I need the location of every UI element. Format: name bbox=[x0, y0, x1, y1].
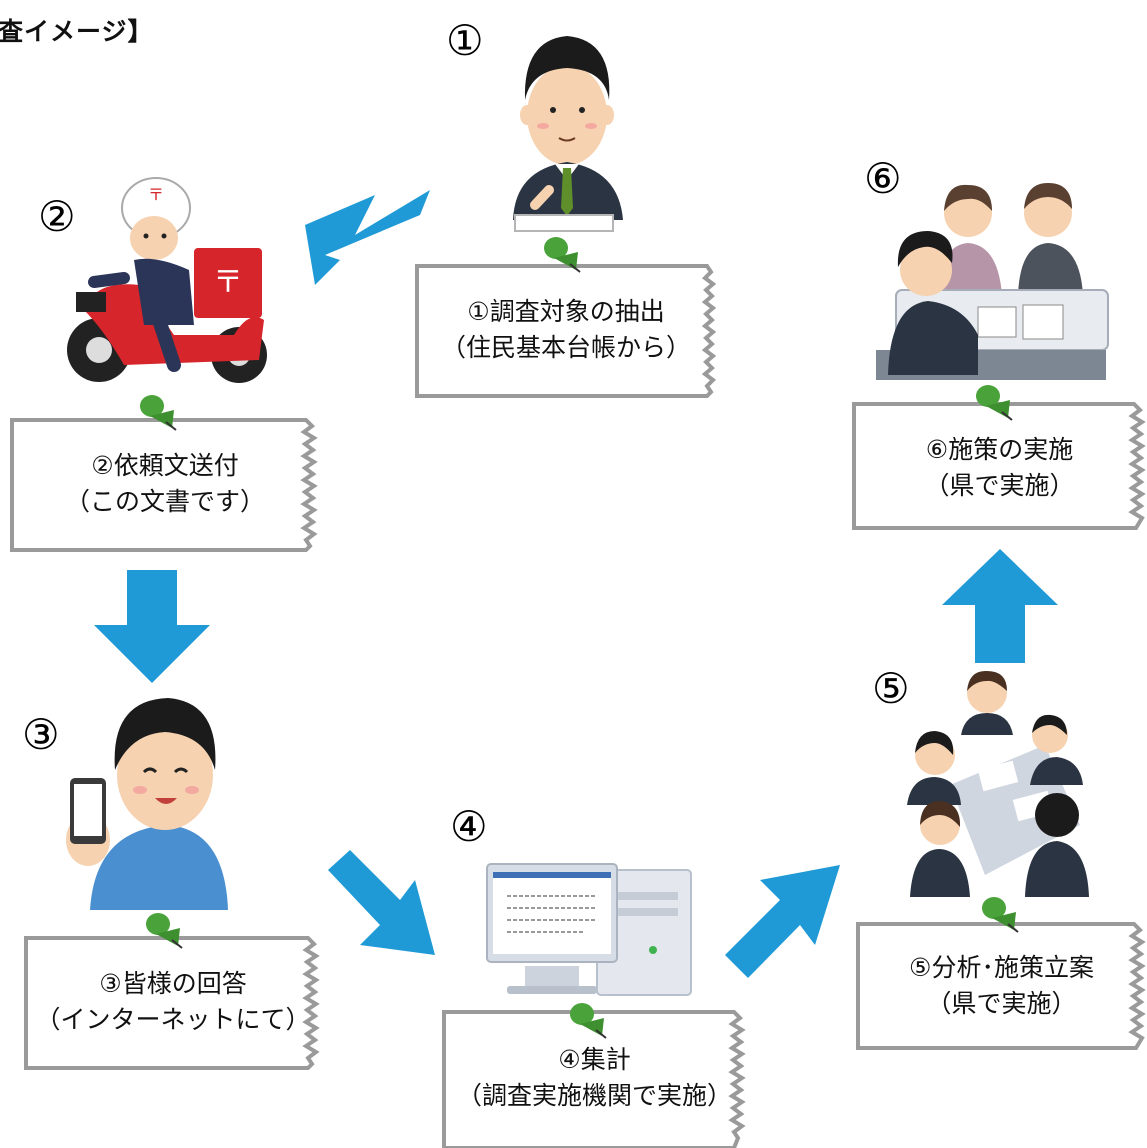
arrow-1-to-2 bbox=[305, 190, 430, 285]
step-4-label: ④集計 bbox=[558, 1045, 631, 1074]
meeting-illustration bbox=[907, 670, 1089, 897]
arrow-2-to-3 bbox=[94, 570, 210, 683]
step-4-card: ④集計 （調査実施機関で実施） bbox=[442, 1008, 747, 1148]
step-2-label: ②依頼文送付 bbox=[91, 451, 239, 480]
step-4-note: （調査実施機関で実施） bbox=[456, 1081, 732, 1111]
step-3-note: （インターネットにて） bbox=[35, 1005, 311, 1035]
arrow-3-to-4 bbox=[328, 850, 435, 955]
pin-icon bbox=[570, 1003, 607, 1039]
step-6-number: ⑥ bbox=[864, 154, 902, 203]
step-5-number: ⑤ bbox=[872, 664, 910, 713]
pin-icon bbox=[976, 385, 1013, 421]
step-2-number: ② bbox=[38, 192, 76, 241]
svg-text:〒: 〒 bbox=[148, 185, 164, 204]
step-5-card: ⑤分析･施策立案 （県で実施） bbox=[856, 920, 1147, 1052]
step-1-number: ① bbox=[446, 16, 484, 65]
svg-text:〒: 〒 bbox=[213, 265, 243, 300]
consultation-illustration bbox=[876, 183, 1109, 380]
step-4-number: ④ bbox=[450, 802, 488, 851]
pin-icon bbox=[544, 237, 581, 273]
page-title: 査イメージ】 bbox=[0, 17, 154, 46]
step-3-card: ③皆様の回答 （インターネットにて） bbox=[24, 934, 322, 1072]
step-5-label: ⑤分析･施策立案 bbox=[909, 953, 1094, 982]
clerk-writing-illustration bbox=[513, 36, 623, 232]
step-6-card: ⑥施策の実施 （県で実施） bbox=[852, 400, 1147, 532]
step-6-note: （県で実施） bbox=[924, 471, 1075, 501]
pin-icon bbox=[982, 897, 1019, 933]
step-5-note: （県で実施） bbox=[926, 989, 1077, 1019]
man-smartphone-illustration bbox=[66, 698, 228, 910]
computer-illustration bbox=[486, 863, 692, 996]
arrow-5-to-6 bbox=[942, 549, 1058, 663]
pin-icon bbox=[146, 913, 183, 949]
step-2-note: （この文書です） bbox=[64, 487, 265, 517]
step-1-card: ①調査対象の抽出 （住民基本台帳から） bbox=[415, 262, 717, 400]
pin-icon bbox=[140, 395, 177, 431]
postman-scooter-illustration: 〒 〒 bbox=[67, 177, 267, 383]
step-2-card: ②依頼文送付 （この文書です） bbox=[10, 416, 320, 554]
arrow-4-to-5 bbox=[725, 865, 840, 978]
step-6-label: ⑥施策の実施 bbox=[925, 435, 1074, 464]
step-1-label: ①調査対象の抽出 bbox=[467, 297, 665, 326]
step-3-label: ③皆様の回答 bbox=[99, 969, 247, 998]
step-3-number: ③ bbox=[22, 710, 60, 759]
step-1-note: （住民基本台帳から） bbox=[440, 333, 691, 363]
